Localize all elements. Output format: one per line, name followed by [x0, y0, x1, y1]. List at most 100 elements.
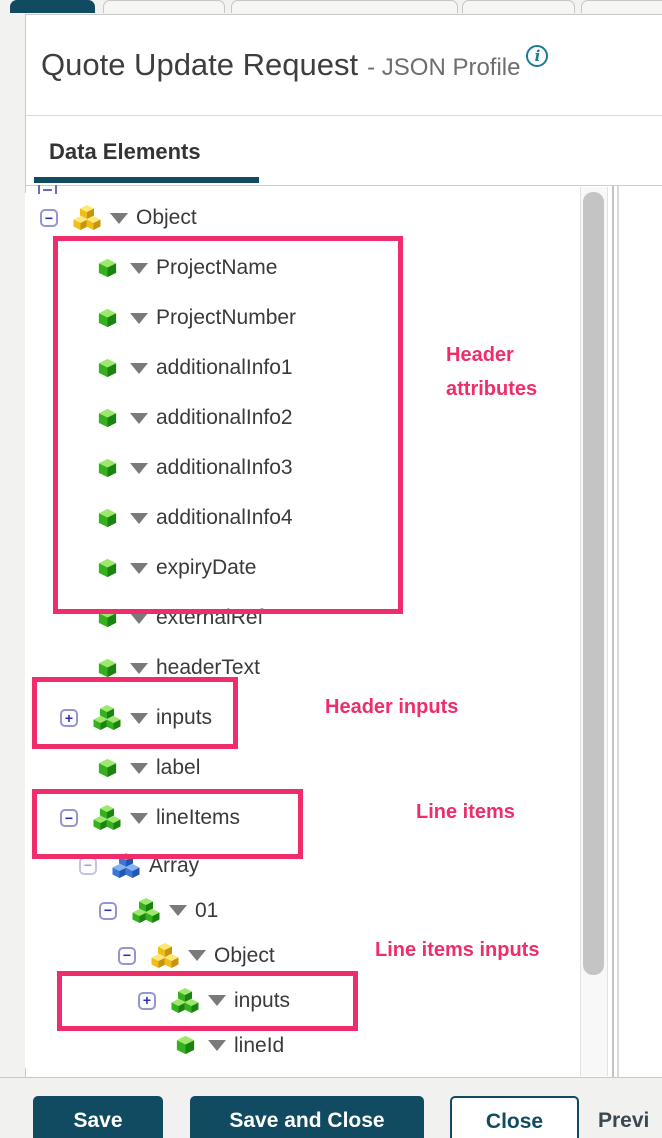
vertical-scrollbar-thumb[interactable] — [583, 192, 604, 975]
tree-row-headertext[interactable]: headerText — [25, 643, 612, 693]
caret-down-icon[interactable] — [130, 712, 148, 724]
tree-node-label: expiryDate — [156, 556, 257, 579]
cluster-yellow-icon — [151, 942, 179, 969]
expand-icon[interactable]: + — [60, 709, 78, 727]
tree-row-object[interactable]: − Object — [25, 193, 612, 243]
divider — [26, 115, 662, 116]
expander-spacer — [60, 509, 93, 527]
caret-down-icon[interactable] — [208, 995, 226, 1006]
cube-green-icon — [93, 255, 121, 281]
cube-green-icon — [93, 555, 121, 581]
caret-down-icon[interactable] — [169, 905, 187, 916]
cluster-green-icon — [93, 705, 121, 731]
save-and-close-button[interactable]: Save and Close — [190, 1096, 424, 1138]
tree-row-additionalinfo1[interactable]: additionalInfo1 — [25, 343, 612, 393]
tree-row-inputs[interactable]: + inputs — [25, 693, 612, 743]
tree-row-additionalinfo4[interactable]: additionalInfo4 — [25, 493, 612, 543]
page-title: Quote Update Request — [41, 47, 359, 82]
tree-row-label[interactable]: label — [25, 743, 612, 793]
divider — [26, 185, 662, 186]
close-button[interactable]: Close — [450, 1096, 579, 1138]
top-tab[interactable] — [103, 0, 225, 13]
tree-row-expirydate[interactable]: expiryDate — [25, 543, 612, 593]
tree-node-label: inputs — [234, 988, 291, 1012]
expander-spacer — [60, 259, 93, 277]
caret-down-icon[interactable] — [110, 212, 128, 224]
collapse-root-icon[interactable] — [38, 185, 57, 194]
tree-row-inputs[interactable]: + inputs — [25, 978, 612, 1023]
tree-row-lineitems[interactable]: − lineItems — [25, 793, 612, 843]
tree-row-additionalinfo3[interactable]: additionalInfo3 — [25, 443, 612, 493]
tree-node-label: headerText — [156, 656, 260, 679]
cube-green-icon — [93, 455, 121, 481]
top-tab-strip — [0, 0, 662, 14]
tree-node-label: inputs — [156, 706, 213, 729]
cube-green-icon — [93, 355, 121, 381]
tree-row-01[interactable]: −01 — [25, 888, 612, 933]
save-button[interactable]: Save — [33, 1096, 163, 1138]
tree-node-label: ProjectName — [156, 256, 278, 279]
caret-down-icon[interactable] — [130, 462, 148, 474]
expand-icon[interactable]: + — [138, 991, 156, 1010]
expander-spacer — [60, 359, 93, 377]
tree-panel-border — [612, 186, 614, 1077]
tab-data-elements[interactable]: Data Elements — [49, 139, 201, 164]
tree-node-label: Object — [136, 206, 197, 229]
tree-node-label: label — [156, 756, 201, 779]
page-subtitle: - JSON Profile — [367, 54, 521, 81]
tree-row-projectname[interactable]: ProjectName — [25, 243, 612, 293]
caret-down-icon[interactable] — [130, 562, 148, 574]
expander-spacer — [60, 309, 93, 327]
top-tab[interactable] — [462, 0, 575, 13]
info-icon[interactable]: i — [526, 45, 549, 67]
cube-green-icon — [93, 305, 121, 331]
collapse-icon[interactable]: − — [118, 946, 136, 965]
tree-panel-border — [617, 186, 619, 1077]
expander-spacer — [60, 409, 93, 427]
caret-down-icon[interactable] — [130, 762, 148, 774]
caret-down-icon[interactable] — [130, 362, 148, 374]
top-tab[interactable] — [581, 0, 662, 13]
tree-node-label: ProjectNumber — [156, 306, 297, 329]
caret-down-icon[interactable] — [208, 1040, 226, 1051]
cluster-green-icon — [132, 897, 160, 924]
cluster-green-icon — [171, 987, 199, 1014]
tree-row-array[interactable]: −Array — [25, 843, 612, 888]
cube-green-icon — [171, 1033, 199, 1059]
caret-down-icon[interactable] — [130, 262, 148, 274]
tree-row-externalref[interactable]: externalRef — [25, 593, 612, 643]
tree-row-object[interactable]: − Object — [25, 933, 612, 978]
collapse-icon[interactable]: − — [60, 809, 78, 827]
tree-node-label: Object — [214, 943, 275, 967]
expander-spacer — [60, 759, 93, 777]
cluster-yellow-icon — [73, 205, 101, 231]
tree-node-label: lineItems — [156, 806, 241, 829]
collapse-icon[interactable]: − — [40, 209, 58, 227]
caret-down-icon[interactable] — [130, 512, 148, 524]
cube-green-icon — [93, 505, 121, 531]
preview-button[interactable]: Previ — [598, 1096, 662, 1138]
top-tab[interactable] — [231, 0, 458, 13]
cube-green-icon — [93, 755, 121, 781]
collapse-icon[interactable]: − — [79, 856, 97, 875]
tree-node-label: additionalInfo4 — [156, 506, 293, 529]
top-tab-selected[interactable] — [10, 0, 95, 13]
caret-down-icon[interactable] — [130, 812, 148, 824]
caret-down-icon[interactable] — [130, 312, 148, 324]
caret-down-icon[interactable] — [188, 950, 206, 961]
tree-row-additionalinfo2[interactable]: additionalInfo2 — [25, 393, 612, 443]
tree-row-projectnumber[interactable]: ProjectNumber — [25, 293, 612, 343]
tree-row-lineid[interactable]: lineId — [25, 1023, 612, 1068]
cube-green-icon — [93, 605, 121, 631]
caret-down-icon[interactable] — [130, 612, 148, 624]
caret-down-icon[interactable] — [130, 662, 148, 674]
cluster-blue-icon — [112, 852, 140, 879]
cluster-green-icon — [93, 805, 121, 831]
caret-down-icon[interactable] — [130, 412, 148, 424]
collapse-icon[interactable]: − — [99, 901, 117, 920]
expander-spacer — [60, 459, 93, 477]
tree-node-label: additionalInfo3 — [156, 456, 293, 479]
active-tab-underline — [34, 177, 259, 183]
expander-spacer — [138, 1037, 171, 1055]
